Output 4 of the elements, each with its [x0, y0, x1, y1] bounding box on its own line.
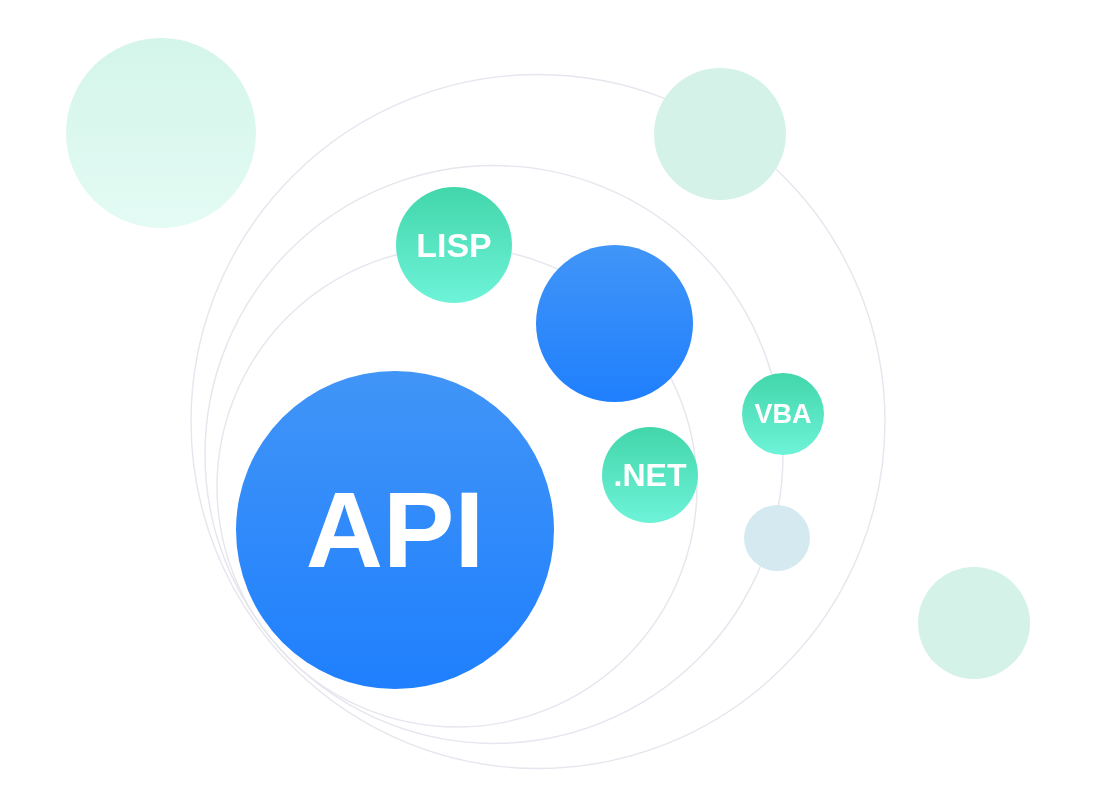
bubble-label: API [305, 476, 485, 584]
bubble-label: .NET [613, 459, 687, 491]
bubble-label: VBA [754, 400, 812, 428]
bubble-label: LISP [416, 228, 492, 262]
